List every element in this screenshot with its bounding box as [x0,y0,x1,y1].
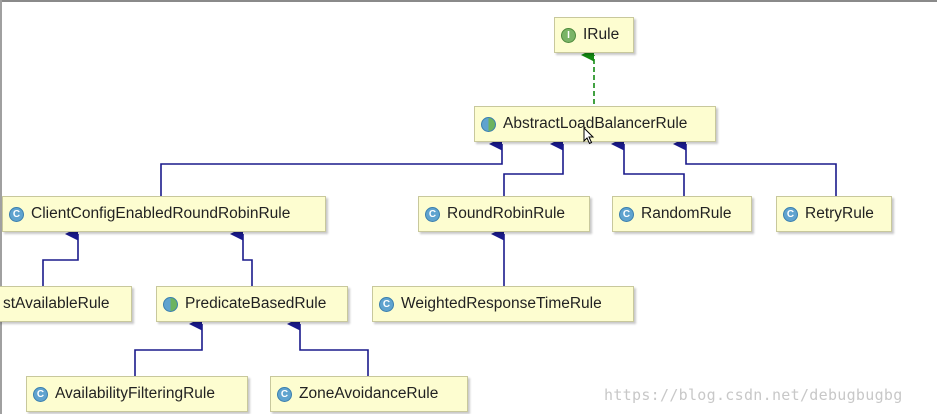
class-icon: C [33,386,48,402]
node-label: ZoneAvoidanceRule [299,385,439,402]
edge-bestavailable-to-clientconfig [42,227,79,286]
node-best-available-rule[interactable]: stAvailableRule [0,286,132,322]
node-irule[interactable]: I IRule [554,17,634,53]
edge-retry-to-abstract [673,137,837,196]
edge-predicatebased-to-clientconfig [230,227,253,286]
node-abstract-load-balancer-rule[interactable]: AbstractLoadBalancerRule [474,106,716,142]
edge-zone-to-predicatebased [287,317,369,376]
edge-random-to-abstract [611,137,685,196]
class-icon: C [277,386,292,402]
node-retry-rule[interactable]: C RetryRule [776,196,892,232]
class-icon: C [425,206,440,222]
class-icon: C [9,206,24,222]
class-icon: C [619,206,634,222]
node-label: RoundRobinRule [447,205,566,222]
node-availability-filtering-rule[interactable]: C AvailabilityFilteringRule [26,376,248,412]
window-top-border [0,0,937,2]
abstract-class-icon [163,296,178,312]
node-label: RetryRule [805,205,874,222]
mouse-cursor-icon [583,127,595,145]
node-label: PredicateBasedRule [185,295,327,312]
class-icon: C [783,206,798,222]
window-left-border [0,0,2,414]
node-round-robin-rule[interactable]: C RoundRobinRule [418,196,590,232]
class-icon: C [379,296,394,312]
node-label: stAvailableRule [3,295,110,312]
watermark-url: https://blog.csdn.net/debugbugbg [604,386,903,404]
node-weighted-response-time-rule[interactable]: C WeightedResponseTimeRule [372,286,634,322]
node-label: WeightedResponseTimeRule [401,295,602,312]
abstract-class-icon [481,116,496,132]
node-label: ClientConfigEnabledRoundRobinRule [31,205,291,222]
node-predicate-based-rule[interactable]: PredicateBasedRule [156,286,348,322]
node-random-rule[interactable]: C RandomRule [612,196,752,232]
node-label: RandomRule [641,205,732,222]
node-label: IRule [583,26,620,43]
node-label: AvailabilityFilteringRule [55,385,215,402]
node-zone-avoidance-rule[interactable]: C ZoneAvoidanceRule [270,376,468,412]
node-client-config-enabled-round-robin-rule[interactable]: C ClientConfigEnabledRoundRobinRule [2,196,326,232]
edge-availability-to-predicatebased [134,317,203,376]
node-label: AbstractLoadBalancerRule [503,115,688,132]
interface-icon: I [561,27,576,43]
edge-clientconfig-to-abstract [160,137,503,196]
edge-roundrobin-to-abstract [503,137,564,196]
